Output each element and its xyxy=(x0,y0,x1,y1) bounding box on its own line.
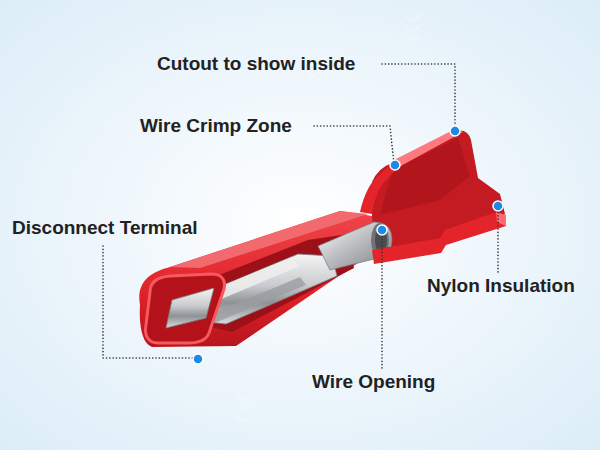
leader-dot xyxy=(193,354,203,364)
leader-line xyxy=(382,64,455,130)
leader-dot xyxy=(450,126,460,136)
callout-label: Disconnect Terminal xyxy=(12,216,197,240)
leader-lines xyxy=(103,64,498,368)
callout-label: Cutout to show inside xyxy=(157,52,355,76)
sleeve-neck xyxy=(360,163,396,214)
leader-line xyxy=(314,126,394,164)
leader-dots xyxy=(193,126,503,364)
chevron xyxy=(405,15,421,41)
leader-line xyxy=(381,230,383,368)
sleeve-bottom-lip xyxy=(372,212,506,264)
leader-line xyxy=(497,206,499,272)
leader-dot xyxy=(493,201,503,211)
leader-dot xyxy=(377,225,387,235)
callout-label: Wire Crimp Zone xyxy=(140,114,292,138)
chevron xyxy=(235,395,251,421)
callout-label: Wire Opening xyxy=(312,370,435,394)
callout-label: Nylon Insulation xyxy=(427,274,575,298)
front-opening xyxy=(146,274,225,343)
leader-line xyxy=(103,246,197,358)
receptacle-front xyxy=(166,288,214,328)
leader-dot xyxy=(390,160,400,170)
